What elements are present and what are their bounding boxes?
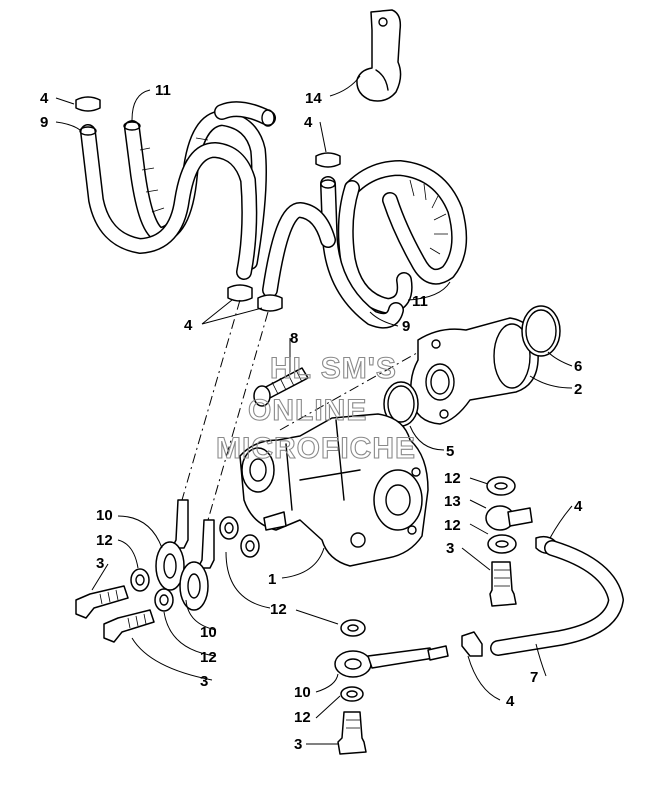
- washer: [487, 534, 517, 554]
- watermark-line-3: MICROFICHE: [216, 432, 416, 465]
- o-ring-large: [521, 305, 561, 357]
- vent-hose-left: [79, 124, 258, 280]
- washer: [240, 534, 260, 558]
- callout-11: 11: [155, 82, 171, 99]
- banjo-bolt: [337, 711, 367, 755]
- callout-12: 12: [444, 470, 461, 487]
- watermark: HL SM'S ONLINE MICROFICHE: [215, 351, 416, 465]
- pump-bolt: [253, 367, 309, 407]
- callout-12: 12: [270, 601, 287, 618]
- hose-clamp: [227, 284, 253, 302]
- banjo-bolt: [103, 609, 155, 643]
- hose-clamp: [257, 294, 283, 312]
- banjo-fitting-left-2: [179, 519, 215, 611]
- callout-labels: 4 9 11 14 4 4 11 9 8 6 2 5 12 13 12 3 4 …: [40, 82, 583, 753]
- banjo-bolt: [489, 561, 517, 607]
- callout-13: 13: [444, 493, 461, 510]
- banjo-fitting-left-1: [155, 499, 189, 591]
- oil-pump-body: [239, 413, 429, 567]
- callout-4: 4: [506, 693, 515, 710]
- callout-10: 10: [200, 624, 217, 641]
- banjo-fitting-bottom: [334, 645, 449, 678]
- washer: [340, 686, 364, 702]
- banjo-bolt: [75, 585, 129, 619]
- callout-2: 2: [574, 381, 582, 398]
- washer: [219, 516, 239, 540]
- banjo-fitting-right: [485, 505, 533, 531]
- callout-9: 9: [40, 114, 48, 131]
- leader-lines: [55, 75, 573, 745]
- hose-clamp: [315, 152, 341, 168]
- callout-4: 4: [304, 114, 313, 131]
- callout-10: 10: [96, 507, 113, 524]
- callout-3: 3: [446, 540, 454, 557]
- hose-clamp: [461, 631, 483, 657]
- callout-4: 4: [184, 317, 193, 334]
- vent-hose-right: [262, 176, 404, 329]
- callout-4: 4: [40, 90, 49, 107]
- washer: [486, 476, 516, 496]
- callout-5: 5: [446, 443, 454, 460]
- callout-3: 3: [294, 736, 302, 753]
- oil-hose-left: [123, 101, 276, 270]
- oil-hose-lower: [490, 540, 624, 656]
- callout-12: 12: [294, 709, 311, 726]
- callout-6: 6: [574, 358, 582, 375]
- callout-14: 14: [305, 90, 322, 107]
- oil-hose-right: [337, 160, 468, 314]
- callout-12: 12: [444, 517, 461, 534]
- washer: [154, 588, 174, 612]
- callout-1: 1: [268, 571, 276, 588]
- elbow-fitting: [410, 317, 539, 425]
- p-clamp-bracket: [356, 9, 402, 102]
- hose-clamp: [75, 96, 101, 112]
- watermark-line-1: HL SM'S: [270, 352, 397, 385]
- callout-4: 4: [574, 498, 583, 515]
- washer: [130, 568, 150, 592]
- callout-12: 12: [200, 649, 217, 666]
- callout-8: 8: [290, 330, 298, 347]
- callout-3: 3: [200, 673, 208, 690]
- watermark-line-2: ONLINE: [248, 394, 367, 427]
- callout-3: 3: [96, 555, 104, 572]
- callout-12: 12: [96, 532, 113, 549]
- callout-10: 10: [294, 684, 311, 701]
- callout-9: 9: [402, 318, 410, 335]
- washer: [340, 619, 366, 637]
- callout-7: 7: [530, 669, 538, 686]
- callout-11: 11: [412, 293, 428, 310]
